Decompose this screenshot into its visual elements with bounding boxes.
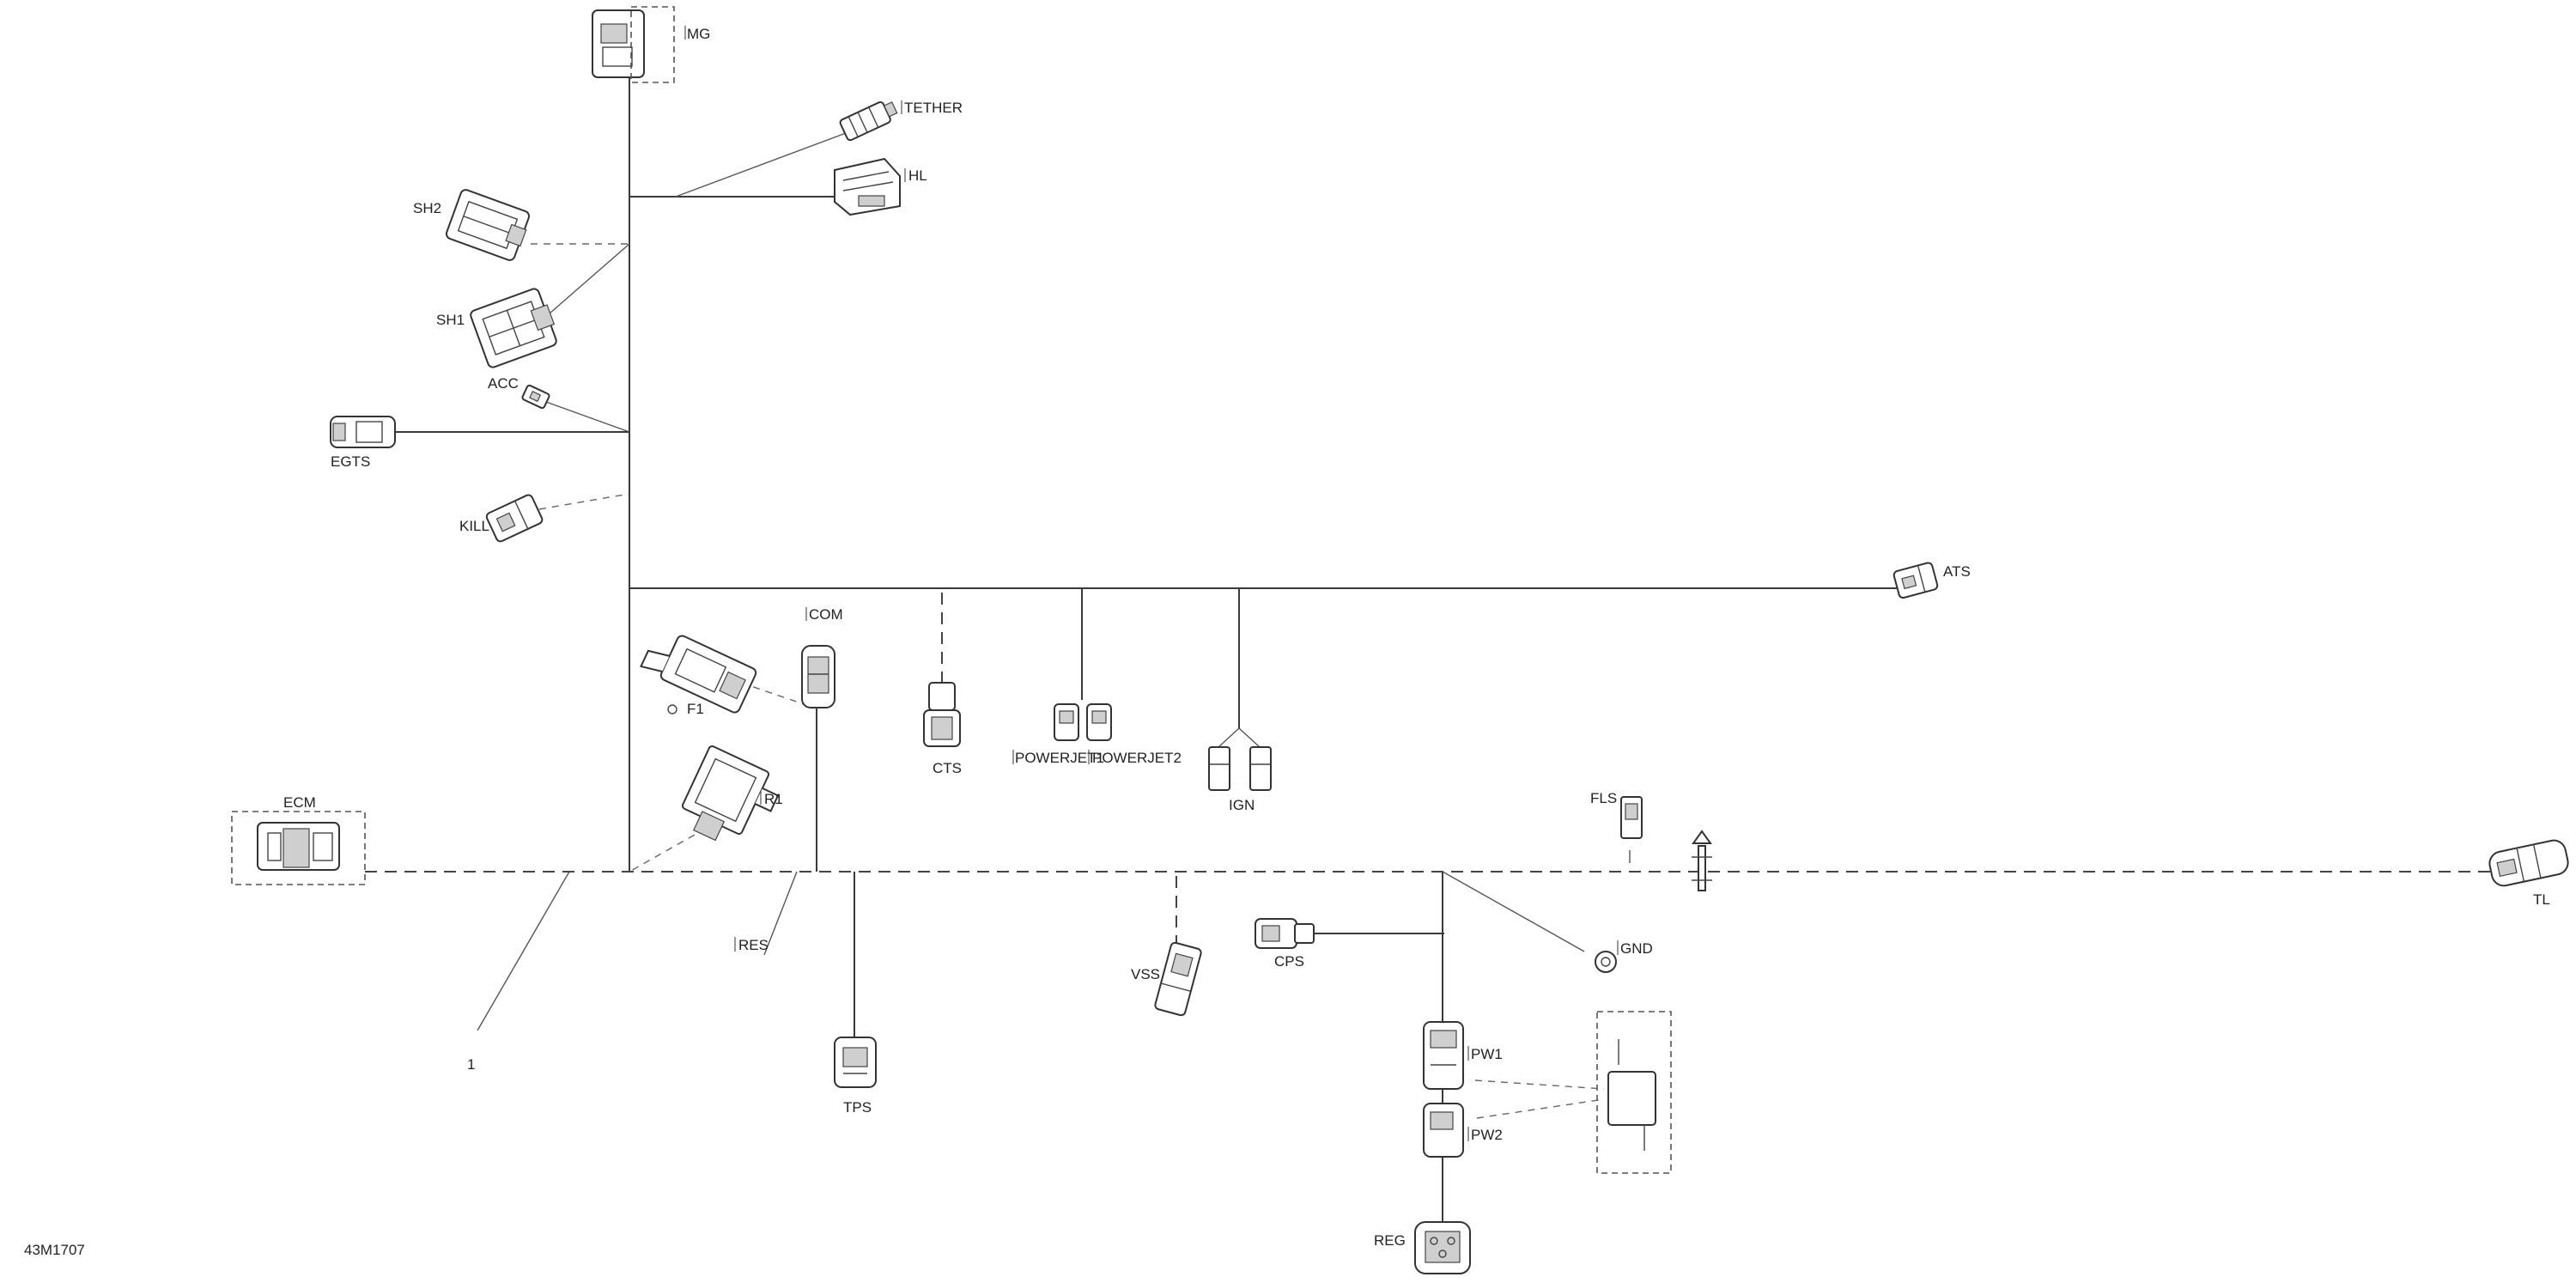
sh1-connector-icon bbox=[470, 288, 557, 368]
label-tps: TPS bbox=[843, 1099, 872, 1116]
label-ats: ATS bbox=[1943, 563, 1971, 580]
label-sh2: SH2 bbox=[413, 200, 441, 216]
tps-sensor-icon bbox=[834, 1037, 877, 1088]
pw1-connector-icon bbox=[1423, 1021, 1464, 1090]
label-vss: VSS bbox=[1131, 966, 1160, 982]
label-f1: F1 bbox=[687, 701, 704, 717]
reg-regulator-icon bbox=[1414, 1221, 1471, 1274]
label-ticks bbox=[684, 26, 1619, 1141]
cps-sensor-icon bbox=[1255, 918, 1315, 949]
label-reg: REG bbox=[1374, 1232, 1406, 1249]
ats-connector-icon bbox=[1893, 562, 1939, 599]
fls-sensor-icon bbox=[1620, 796, 1643, 839]
label-mg: MG bbox=[687, 26, 710, 42]
label-pw1: PW1 bbox=[1471, 1046, 1503, 1062]
label-sh1: SH1 bbox=[436, 312, 465, 328]
label-pw2: PW2 bbox=[1471, 1127, 1503, 1143]
label-tl: TL bbox=[2533, 891, 2550, 908]
vss-sensor-icon bbox=[1154, 941, 1202, 1017]
label-egts: EGTS bbox=[331, 453, 370, 470]
label-ecm: ECM bbox=[283, 794, 316, 811]
cts-sensor-icon bbox=[923, 682, 961, 747]
com-connector-icon bbox=[801, 645, 835, 708]
harness-splice-icon bbox=[1692, 830, 1712, 891]
label-tether: TETHER bbox=[904, 100, 963, 116]
tl-connector-icon bbox=[2488, 839, 2569, 887]
f1-fuse-holder-icon bbox=[640, 635, 757, 714]
connector-labels: MG TETHER HL SH2 SH1 ACC EGTS KILL ATS C… bbox=[283, 26, 2550, 1249]
ecm-module-icon bbox=[231, 811, 366, 885]
mg-connector-icon bbox=[592, 6, 675, 83]
label-res: RES bbox=[738, 937, 769, 953]
label-powerjet2: POWERJET2 bbox=[1092, 750, 1182, 766]
figure-id: 43M1707 bbox=[24, 1242, 85, 1258]
sh2-connector-icon bbox=[445, 189, 531, 261]
label-r1: R1 bbox=[764, 791, 783, 807]
kill-connector-icon bbox=[485, 494, 544, 543]
label-ign: IGN bbox=[1229, 797, 1255, 813]
label-gnd: GND bbox=[1620, 940, 1653, 957]
callout-1: 1 bbox=[467, 1056, 475, 1073]
powerjet2-connector-icon bbox=[1086, 703, 1112, 741]
tether-connector-icon bbox=[839, 100, 898, 142]
powerjet1-connector-icon bbox=[1054, 703, 1079, 741]
gnd-terminal-icon bbox=[1595, 951, 1617, 973]
hl-connector-icon bbox=[834, 157, 901, 216]
injector-body-icon bbox=[1596, 1011, 1672, 1174]
ign-connector-icon bbox=[1208, 746, 1272, 791]
label-com: COM bbox=[809, 606, 843, 623]
label-cps: CPS bbox=[1274, 953, 1304, 970]
label-powerjet1: POWERJET1 bbox=[1015, 750, 1104, 766]
pw2-connector-icon bbox=[1423, 1103, 1464, 1158]
label-kill: KILL bbox=[459, 518, 489, 534]
egts-connector-icon bbox=[330, 416, 396, 448]
label-hl: HL bbox=[908, 167, 927, 184]
acc-connector-icon bbox=[521, 384, 550, 410]
label-fls: FLS bbox=[1590, 790, 1617, 806]
label-cts: CTS bbox=[933, 760, 962, 776]
label-acc: ACC bbox=[488, 375, 519, 392]
